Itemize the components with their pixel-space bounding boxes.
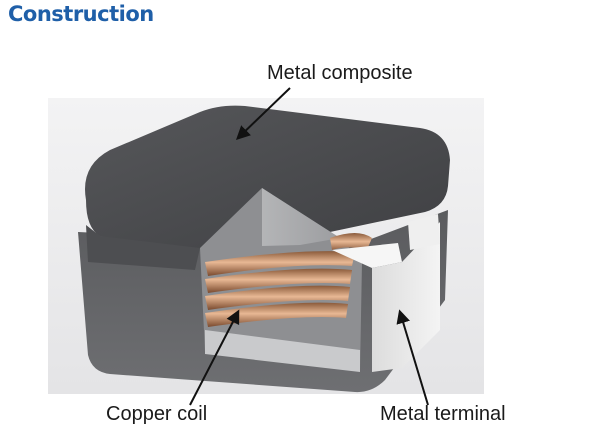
copper-windings [205, 233, 372, 327]
inductor-top-face [85, 105, 450, 250]
label-metal-terminal: Metal terminal [380, 403, 506, 425]
terminal-top-tab [332, 243, 402, 268]
arrow-copper-coil [189, 309, 240, 406]
label-metal-composite: Metal composite [267, 62, 413, 84]
arrow-metal-composite [235, 87, 291, 140]
cutaway-floor [205, 330, 360, 372]
label-copper-coil: Copper coil [106, 403, 208, 425]
arrow-metal-terminal [396, 309, 429, 406]
page-title: Construction [8, 2, 154, 26]
cutaway-inner-wall [262, 188, 340, 246]
terminal-plate [372, 222, 440, 372]
terminal-clip [408, 214, 440, 250]
inductor-side-face [86, 225, 200, 270]
